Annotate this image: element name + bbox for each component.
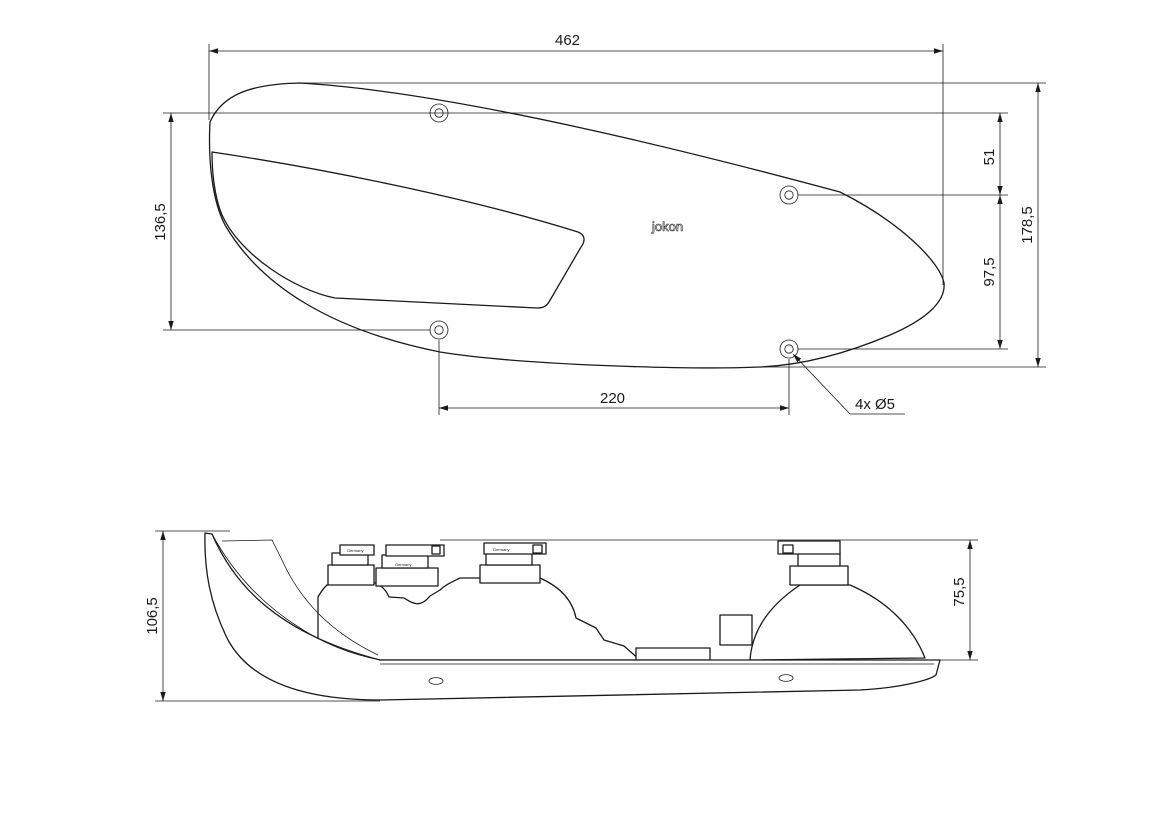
- center-ring: [635, 647, 711, 661]
- dim-overall-width: 462: [208, 32, 944, 285]
- connector-1: Germany: [327, 544, 375, 586]
- dim-label-462: 462: [555, 32, 580, 49]
- holes-callout-label: 4x Ø5: [855, 396, 895, 413]
- connector-3-text: Germany: [493, 547, 509, 552]
- dim-housing-depth: 75,5: [440, 539, 978, 661]
- brand-logo: jokon: [651, 219, 683, 234]
- connector-1-text: Germany: [347, 548, 363, 553]
- lens-window: [211, 151, 585, 309]
- dim-label-97-5: 97,5: [981, 257, 998, 286]
- base-hole-left: [428, 677, 444, 685]
- connector-3: Germany: [479, 542, 547, 584]
- connector-2: Germany: [375, 544, 445, 587]
- dim-overall-height: 178,5: [300, 82, 1046, 368]
- connector-2-text: Germany: [395, 562, 411, 567]
- lamp-body-side: [204, 532, 941, 701]
- holes-callout: 4x Ø5: [792, 353, 905, 415]
- dim-right-offsets: 51 97,5: [448, 112, 1008, 350]
- rear-housing-left: [317, 577, 641, 661]
- side-view: Germany Germany Germany: [144, 530, 978, 702]
- lens-ridge: [221, 539, 379, 656]
- dim-label-51: 51: [981, 149, 998, 166]
- lens-inner-line: [211, 533, 381, 661]
- connector-4: [777, 540, 849, 586]
- dim-hole-spacing-left: 136,5: [152, 112, 448, 331]
- dim-label-106-5: 106,5: [144, 597, 161, 635]
- dim-hole-spacing-horizontal: 220: [438, 340, 790, 415]
- top-view: jokon 462 136,5: [152, 32, 1046, 415]
- base-hole-right: [778, 674, 794, 682]
- dim-label-178-5: 178,5: [1019, 206, 1036, 244]
- dim-overall-depth: 106,5: [144, 530, 380, 702]
- dim-label-75-5: 75,5: [951, 577, 968, 606]
- rear-housing-right: [749, 584, 926, 661]
- dim-label-136-5: 136,5: [152, 203, 169, 241]
- dim-label-220: 220: [600, 390, 625, 407]
- center-hub: [719, 614, 753, 646]
